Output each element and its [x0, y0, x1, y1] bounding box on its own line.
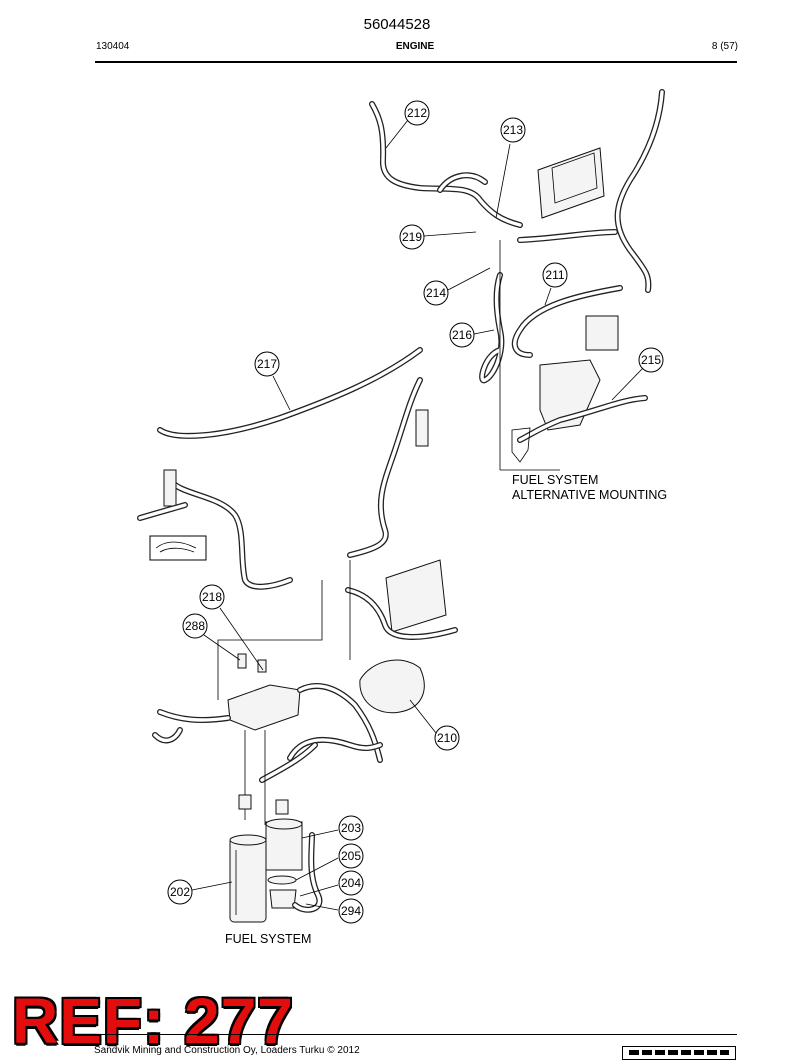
svg-text:294: 294: [341, 904, 361, 918]
header-section-title: ENGINE: [395, 41, 435, 52]
sandvik-logo: [622, 1046, 736, 1060]
return-pipe-assembly: [137, 347, 458, 640]
callout-214: 214: [423, 280, 449, 306]
header-page-number: 8 (57): [711, 41, 738, 52]
fuel-system-caption: FUEL SYSTEM: [225, 932, 312, 946]
callout-219: 219: [399, 224, 425, 250]
svg-text:212: 212: [407, 106, 427, 120]
svg-text:288: 288: [185, 619, 205, 633]
footer-divider: [95, 1034, 737, 1035]
svg-text:214: 214: [426, 286, 446, 300]
callout-213: 213: [500, 117, 526, 143]
callout-203: 203: [338, 815, 364, 841]
alt-mounting-assembly: [369, 89, 665, 471]
alt-mounting-caption-line2: ALTERNATIVE MOUNTING: [512, 488, 668, 502]
footer-copyright: Sandvik Mining and Construction Oy, Load…: [94, 1045, 360, 1056]
callout-205: 205: [338, 843, 364, 869]
callout-215: 215: [638, 347, 664, 373]
document-number: 56044528: [363, 16, 431, 33]
ref-stamp: REF: 277: [12, 985, 294, 1057]
callout-leaders: [191, 119, 644, 911]
svg-text:204: 204: [341, 876, 361, 890]
callout-294: 294: [338, 898, 364, 924]
callout-204: 204: [338, 870, 364, 896]
callout-217: 217: [254, 351, 280, 377]
svg-text:205: 205: [341, 849, 361, 863]
callout-216: 216: [449, 322, 475, 348]
svg-text:202: 202: [170, 885, 190, 899]
svg-text:218: 218: [202, 590, 222, 604]
alt-mounting-caption-line1: FUEL SYSTEM: [512, 473, 599, 487]
svg-text:217: 217: [257, 357, 277, 371]
header-divider: [95, 61, 737, 63]
callout-202: 202: [167, 879, 193, 905]
header-date: 130404: [96, 41, 130, 52]
callout-218: 218: [199, 584, 225, 610]
fuel-filters: [229, 730, 323, 923]
svg-text:203: 203: [341, 821, 361, 835]
callout-212: 212: [404, 100, 430, 126]
svg-text:213: 213: [503, 123, 523, 137]
svg-text:219: 219: [402, 230, 422, 244]
callout-210: 210: [434, 725, 460, 751]
pump-and-filter-head: [152, 560, 425, 783]
callout-211: 211: [542, 262, 568, 288]
svg-text:211: 211: [545, 268, 564, 282]
svg-text:215: 215: [641, 353, 661, 367]
svg-text:216: 216: [452, 328, 472, 342]
callout-288: 288: [182, 613, 208, 639]
svg-text:210: 210: [437, 731, 457, 745]
alt-mounting-caption: FUEL SYSTEM ALTERNATIVE MOUNTING: [512, 473, 667, 503]
